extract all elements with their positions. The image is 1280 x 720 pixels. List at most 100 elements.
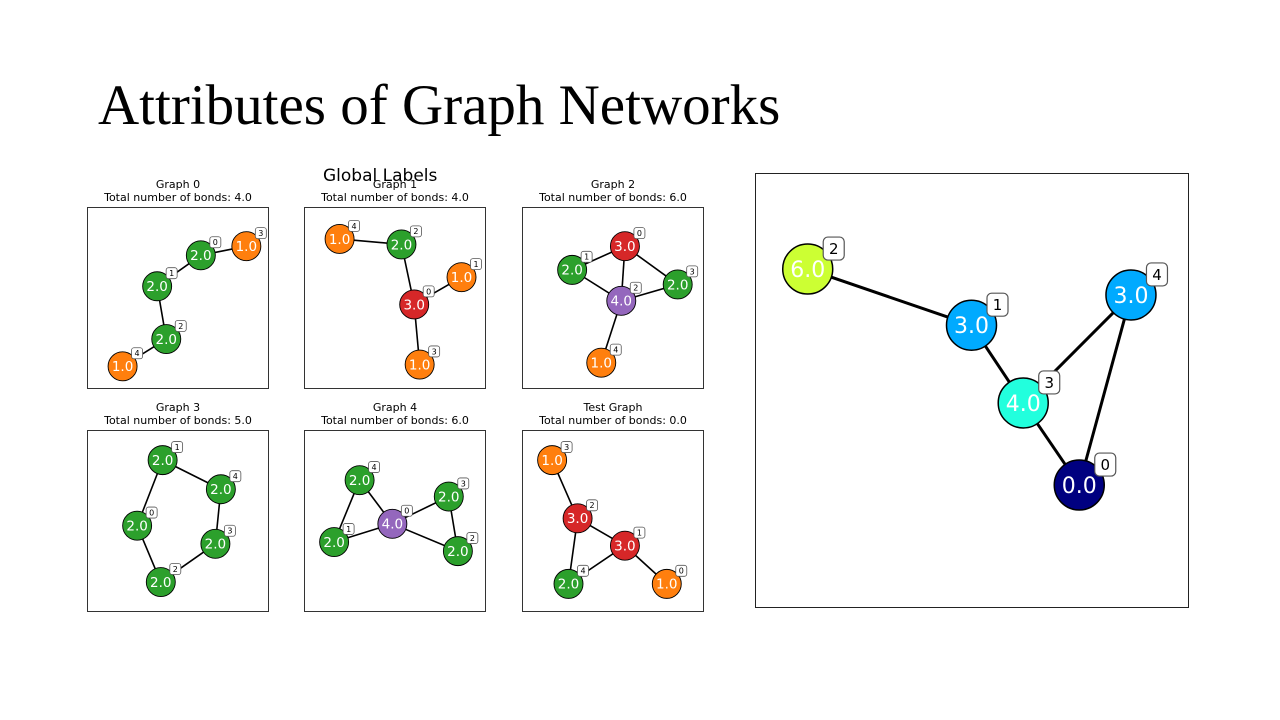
- node-index-label: 0: [426, 287, 431, 296]
- node-value-label: 1.0: [656, 577, 677, 593]
- graph-node: [433, 481, 464, 512]
- node-index-label: 3: [461, 479, 466, 488]
- node-value-label: 1.0: [541, 453, 562, 469]
- node-index-label: 0: [149, 508, 154, 517]
- panel-subtitle: Total number of bonds: 4.0: [104, 191, 252, 204]
- graph-node: [231, 231, 262, 262]
- graph-node: [609, 231, 640, 262]
- graph-node: [205, 474, 236, 505]
- node-index-badge: [174, 320, 187, 332]
- node-value-label: 2.0: [561, 263, 582, 279]
- node-index-badge: [1038, 370, 1061, 395]
- panel-subtitle: Total number of bonds: 6.0: [321, 414, 469, 427]
- node-index-badge: [169, 563, 182, 575]
- node-index-badge: [986, 292, 1009, 317]
- node-index-label: 2: [590, 501, 595, 510]
- graph-node: [442, 536, 473, 567]
- node-index-badge: [145, 506, 158, 519]
- node-index-badge: [410, 225, 422, 238]
- node-index-badge: [400, 504, 413, 517]
- node-index-label: 4: [352, 222, 357, 231]
- graph-panel: Graph 3 Total number of bonds: 5.0 2.0 0 2…: [87, 401, 269, 612]
- node-value-label: 4.0: [382, 517, 403, 533]
- graph-node: [945, 299, 998, 351]
- node-index-label: 1: [169, 269, 174, 278]
- node-value-label: 1.0: [112, 359, 133, 375]
- graph-drawing: 3.001.012.021.031.04: [324, 219, 482, 380]
- node-value-label: 2.0: [447, 544, 468, 560]
- node-index-badge: [586, 499, 598, 512]
- graph-node: [344, 465, 375, 496]
- graph-drawing: 4.002.012.022.032.04: [319, 461, 479, 567]
- global-graph-drawing: 0.003.016.024.033.04: [781, 236, 1169, 511]
- node-index-badge: [254, 227, 267, 240]
- node-index-badge: [609, 343, 622, 356]
- graph-node: [781, 243, 834, 295]
- node-value-label: 3.0: [567, 511, 588, 527]
- node-index-badge: [560, 441, 573, 453]
- node-index-label: 2: [413, 227, 418, 236]
- graph-node: [446, 262, 477, 293]
- node-index-badge: [165, 267, 178, 280]
- node-value-label: 2.0: [210, 482, 231, 498]
- graph-node: [324, 223, 355, 254]
- node-index-label: 4: [135, 349, 140, 358]
- graph-drawing: 2.002.012.022.032.04: [122, 441, 242, 598]
- node-index-badge: [223, 524, 236, 537]
- node-index-badge: [629, 281, 642, 294]
- panel-title: Graph 0: [155, 178, 201, 191]
- panel-title: Graph 4: [372, 401, 418, 414]
- node-index-label: 0: [679, 567, 684, 576]
- node-index-label: 1: [473, 260, 478, 269]
- node-index-label: 2: [829, 240, 839, 258]
- node-index-badge: [577, 564, 589, 577]
- panel-title: Graph 3: [155, 401, 201, 414]
- node-value-label: 2.0: [156, 332, 177, 348]
- node-index-label: 3: [227, 527, 232, 536]
- node-index-badge: [131, 347, 143, 360]
- node-index-label: 0: [1100, 456, 1110, 474]
- node-index-label: 3: [1044, 374, 1054, 392]
- panel-subtitle: Total number of bonds: 5.0: [104, 414, 252, 427]
- graph-node: [377, 508, 408, 539]
- node-index-label: 3: [564, 443, 569, 452]
- node-index-badge: [342, 523, 355, 535]
- node-index-badge: [686, 265, 699, 278]
- node-value-label: 1.0: [591, 356, 612, 372]
- node-value-label: 6.0: [790, 258, 825, 283]
- graph-node: [122, 510, 153, 541]
- node-index-badge: [580, 250, 593, 263]
- node-index-label: 3: [432, 347, 437, 356]
- node-index-label: 2: [173, 565, 178, 574]
- node-index-badge: [822, 236, 845, 261]
- graph-node: [145, 567, 176, 598]
- panel-subtitle: Total number of bonds: 6.0: [539, 191, 687, 204]
- node-index-badge: [229, 470, 242, 483]
- node-index-label: 1: [993, 296, 1003, 314]
- graph-node: [1053, 459, 1105, 511]
- graph-node: [1105, 269, 1157, 321]
- node-value-label: 3.0: [614, 239, 635, 255]
- node-value-label: 4.0: [611, 294, 632, 310]
- node-value-label: 2.0: [323, 535, 344, 551]
- graph-edge: [1077, 294, 1133, 486]
- graph-drawing: 1.003.013.021.032.04: [537, 441, 688, 599]
- node-index-label: 0: [637, 229, 642, 238]
- graph-node: [562, 503, 593, 534]
- graph-node: [553, 568, 584, 599]
- node-value-label: 3.0: [1113, 284, 1148, 309]
- node-index-label: 2: [470, 534, 475, 543]
- node-index-label: 2: [178, 322, 183, 331]
- panel-subtitle: Total number of bonds: 4.0: [321, 191, 469, 204]
- node-value-label: 2.0: [205, 537, 226, 553]
- node-index-badge: [171, 441, 184, 453]
- panel-title: Graph 2: [590, 178, 636, 191]
